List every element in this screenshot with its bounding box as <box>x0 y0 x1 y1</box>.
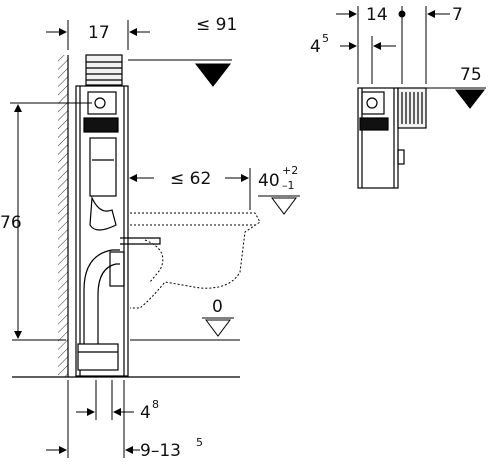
dim-side-height <box>426 87 486 109</box>
dim-adjust <box>46 380 140 458</box>
dim-projection <box>127 168 251 210</box>
cistern <box>83 91 119 231</box>
dim-label-rim-minus: –1 <box>282 179 295 192</box>
drain-pipe <box>77 237 161 371</box>
dim-label-76: 76 <box>0 213 22 233</box>
dim-label-14: 14 <box>366 5 388 25</box>
dim-label-0: 0 <box>212 297 223 317</box>
dim-label-foot-sup: 8 <box>152 398 159 411</box>
dim-label-projection: ≤ 62 <box>170 169 211 189</box>
dim-label-side-small: 4 <box>310 37 321 57</box>
wall <box>58 55 69 377</box>
frame <box>75 54 129 377</box>
dim-foot <box>76 380 134 420</box>
dim-label-rim-plus: +2 <box>282 164 298 177</box>
dim-label-foot: 4 <box>140 403 151 423</box>
dim-label-adjust: 9–13 <box>140 441 181 461</box>
dim-frame-depth <box>46 20 150 50</box>
dim-label-7: 7 <box>452 5 463 25</box>
toilet-bowl <box>130 212 261 309</box>
dim-side-small <box>340 36 396 84</box>
dim-rim <box>258 195 300 215</box>
dim-side-width <box>336 6 406 84</box>
dim-label-adjust-sup: 5 <box>196 436 203 449</box>
floor-line <box>12 339 240 378</box>
side-view <box>357 87 427 189</box>
dim-top <box>128 59 232 87</box>
dim-label-rim: 40 <box>258 171 280 191</box>
dim-label-top: ≤ 91 <box>196 15 237 35</box>
dim-label-17: 17 <box>88 23 110 43</box>
dim-side-offset <box>425 6 450 84</box>
dim-label-75: 75 <box>460 65 482 85</box>
dim-label-side-small-sup: 5 <box>322 32 329 45</box>
dim-height <box>10 102 92 339</box>
dim-floor <box>202 317 234 337</box>
